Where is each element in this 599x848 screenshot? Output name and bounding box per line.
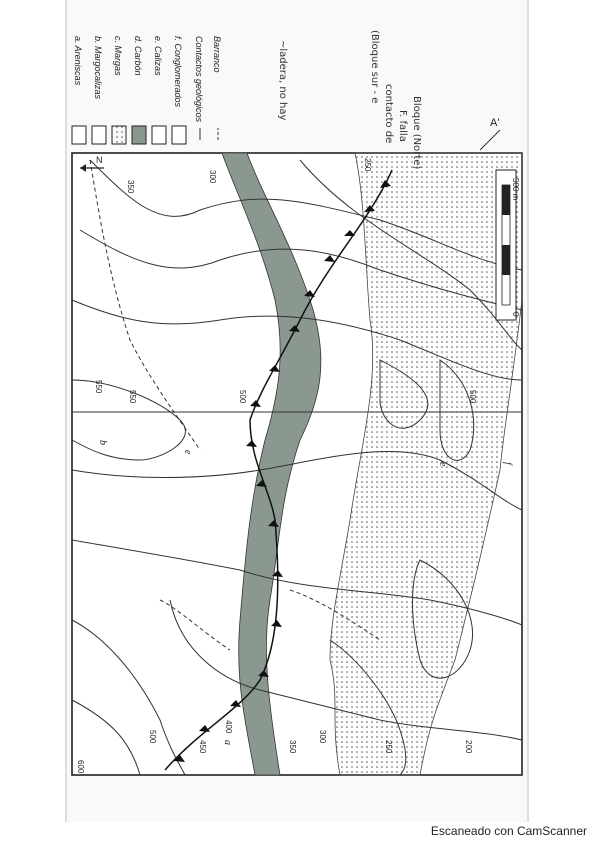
legend-label: a. Areniscas (73, 36, 83, 86)
contour-label: 300 (208, 170, 217, 184)
note-line-4: (Bloque sur - e (369, 30, 380, 103)
note-line-5: Bloque (Norte) (411, 96, 422, 169)
contour-lines (71, 159, 523, 776)
scale-bar: 500 m 0 (495, 169, 520, 321)
legend-label: d. Carbón (133, 36, 143, 76)
fault-line (164, 169, 393, 771)
note-line-3: F. falla (397, 110, 408, 142)
legend-label: e. Calizas (153, 36, 163, 76)
contour-label: 500 (238, 390, 247, 404)
coal-unit (221, 152, 322, 776)
contour-label: 400 (224, 720, 233, 734)
legend-label: c. Margas (113, 36, 123, 76)
contour-label: 450 (198, 740, 207, 754)
marl-unit (329, 152, 523, 776)
legend-swatch (91, 125, 107, 145)
scale-zero: 0 (511, 312, 520, 317)
legend-swatch (71, 125, 87, 145)
legend-swatch (111, 125, 127, 145)
unit-letters: b e f e a (97, 440, 513, 745)
unit-letter: e (437, 462, 448, 467)
contour-label: 550 (128, 390, 137, 404)
contour-labels: 600 550 500 450 400 350 300 250 200 250 … (76, 158, 477, 774)
legend: a. Areniscas b. Margocalizas c. Margas d. C… (71, 36, 222, 145)
ravine-lines (89, 159, 381, 651)
handwritten-notes: ~ladera, no hay contacto de F. falla (Bl… (277, 30, 422, 169)
scale-label: 500 m (511, 178, 520, 201)
unit-letter: b (97, 440, 108, 445)
north-label: N (96, 155, 103, 165)
legend-ravine-label: Barranco (212, 36, 222, 73)
contour-label: 500 (468, 390, 477, 404)
contour-label: 350 (288, 740, 297, 754)
legend-label: f. Conglomerados (173, 36, 183, 108)
contour-label: 500 (148, 730, 157, 744)
legend-swatch (151, 125, 167, 145)
contour-label: 250 (363, 158, 372, 172)
contour-label: 350 (126, 180, 135, 194)
section-label: A' (490, 117, 499, 129)
contour-label: 550 (94, 380, 103, 394)
contour-label: 600 (76, 760, 85, 774)
north-arrow: N (80, 155, 104, 172)
contour-label: 200 (464, 740, 473, 754)
scanner-footer: Escaneado con CamScanner (430, 824, 587, 838)
note-line-1: ~ladera, no hay (277, 40, 288, 120)
unit-letter: e (182, 450, 193, 455)
unit-letter: a (222, 740, 233, 745)
legend-contacts-label: Contactos geológicos (194, 36, 204, 123)
legend-swatch (131, 125, 147, 145)
contour-label: 300 (318, 730, 327, 744)
contour-label: 250 (384, 740, 393, 754)
legend-label: b. Margocalizas (93, 36, 103, 100)
unit-letter: f (502, 462, 513, 466)
legend-swatch (171, 125, 187, 145)
note-line-2: contacto de (383, 84, 394, 143)
